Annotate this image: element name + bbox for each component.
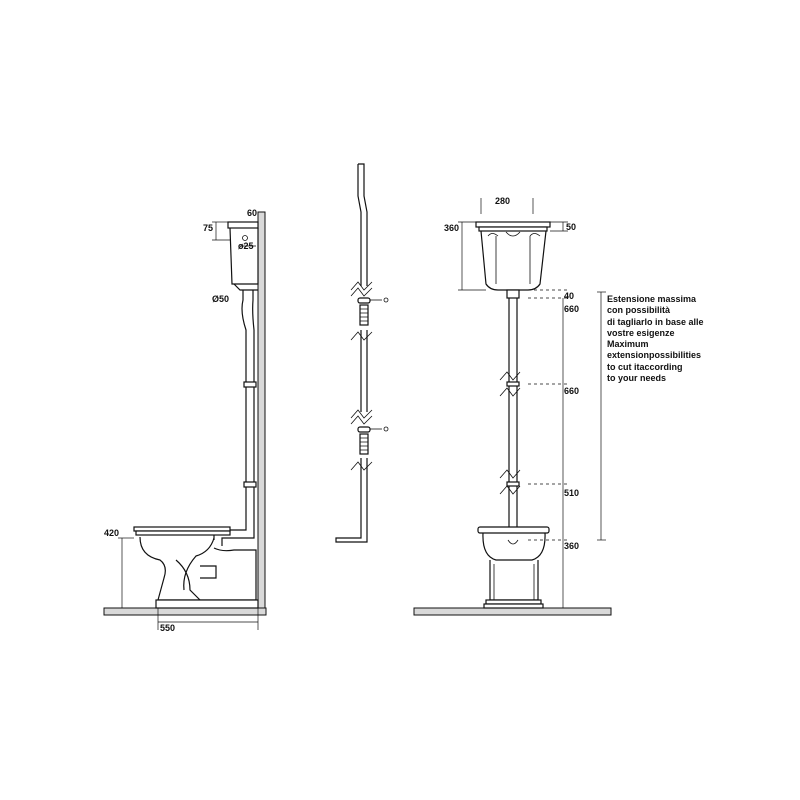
pipe-joint	[243, 381, 257, 388]
side-dimensions	[118, 221, 259, 630]
pipe-joint	[506, 381, 520, 387]
front-view: 280 360 50 40 660 660 510 360	[413, 196, 612, 616]
pipe-detail	[335, 163, 389, 543]
inlet-icon	[242, 235, 248, 241]
note-line: di tagliarlo in base alle	[607, 317, 704, 327]
front-cistern	[475, 221, 551, 291]
side-cistern	[227, 221, 259, 291]
side-floor	[103, 607, 267, 616]
dim-segment-1: 660	[564, 304, 579, 314]
note-line: extensionpossibilities	[607, 350, 701, 360]
note-line: vostre esigenze	[607, 328, 675, 338]
side-wall	[257, 211, 266, 609]
dim-gap: 40	[564, 291, 574, 301]
front-toilet-bowl	[477, 526, 550, 609]
dim-cistern-rim: 75	[203, 223, 213, 233]
dim-seat-height: 420	[104, 528, 119, 538]
dim-pipe: Ø50	[212, 294, 229, 304]
note-line: con possibilità	[607, 305, 671, 315]
side-flush-pipe	[213, 290, 257, 546]
side-toilet-bowl	[133, 526, 259, 609]
note-line: Estensione massima	[607, 294, 697, 304]
note-line: Maximum	[607, 339, 649, 349]
dim-width: 280	[495, 196, 510, 206]
dim-top-offset: 60	[247, 208, 257, 218]
side-view: 60 75 ø25 Ø50 420 550	[103, 208, 267, 633]
dim-segment-3: 510	[564, 488, 579, 498]
extension-note: Estensione massima con possibilità di ta…	[607, 294, 704, 383]
note-line: to your needs	[607, 373, 666, 383]
dim-depth: 550	[160, 623, 175, 633]
note-line: to cut itaccording	[607, 362, 683, 372]
dim-cistern-height: 360	[444, 223, 459, 233]
front-flush-pipe	[499, 289, 521, 528]
pipe-joint	[243, 481, 257, 488]
pipe-joint	[506, 481, 520, 487]
front-floor	[413, 607, 612, 616]
front-dimensions	[458, 198, 606, 608]
dim-segment-2: 660	[564, 386, 579, 396]
dim-bowl: 360	[564, 541, 579, 551]
dim-inlet: ø25	[238, 241, 254, 251]
dim-lid: 50	[566, 222, 576, 232]
